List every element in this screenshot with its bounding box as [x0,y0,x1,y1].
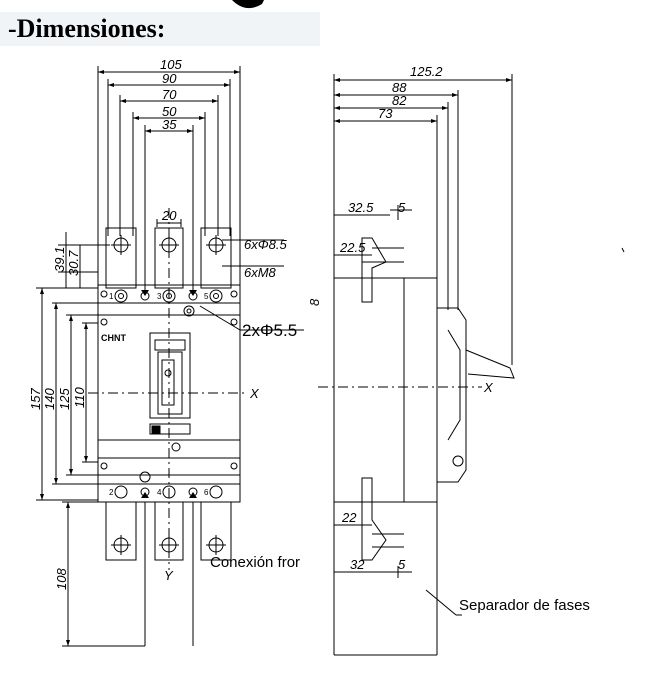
terminal-number-2: 2 [109,488,114,497]
dim-bottom-108: 108 [54,568,69,590]
front-x-axis-label: X [249,386,260,401]
side-x-axis-label: X [483,380,494,395]
dim-side-width-88: 88 [392,80,407,95]
dim-front-width-90: 90 [162,71,177,86]
terminal-number-5: 5 [204,292,209,301]
dim-lower-terminal-32: 32 [350,557,365,572]
dim-lower-terminal-5: 5 [398,557,406,572]
page-title: -Dimensiones: [8,14,166,43]
dim-side-width-73: 73 [378,106,393,121]
terminal-number-4: 4 [157,488,162,497]
dim-front-width-50: 50 [162,104,177,119]
heading-background [0,12,320,46]
dim-offset-39-1: 39.1 [52,247,67,272]
terminal-number-6: 6 [204,488,209,497]
dim-front-width-70: 70 [162,87,177,102]
brand-logo: CHNT [101,333,126,343]
dim-offset-30-7: 30.7 [66,250,81,276]
dim-front-width-105: 105 [160,57,182,72]
connection-label: Conexión fror [210,554,300,571]
phase-separator-label: Separador de fases [459,597,590,614]
dim-upper-terminal-5: 5 [398,200,406,215]
dim-height-110: 110 [72,387,87,408]
terminal-number-1: 1 [109,292,114,301]
dim-lower-terminal-22: 22 [341,510,357,525]
dim-side-width-125-2: 125.2 [410,64,443,79]
front-y-axis-label: Y [164,568,174,583]
mount-hole-callout: 2xΦ5.5 [242,321,297,340]
dim-height-157: 157 [28,388,43,410]
dim-side-width-82: 82 [392,93,407,108]
dim-terminal-pitch: 20 [161,208,177,223]
dim-upper-terminal-22-5: 22.5 [339,240,366,255]
cropped-logo-fragment [232,0,264,9]
screw-callout: 6xM8 [244,265,277,280]
hole-callout: 6xΦ8.5 [244,237,287,252]
terminal-number-3: 3 [157,292,162,301]
dim-height-140: 140 [42,388,57,410]
dim-front-width-35: 35 [162,117,177,132]
dim-height-125: 125 [57,388,72,410]
dim-upper-terminal-32-5: 32.5 [348,200,374,215]
side-mark: 8 [307,298,322,306]
